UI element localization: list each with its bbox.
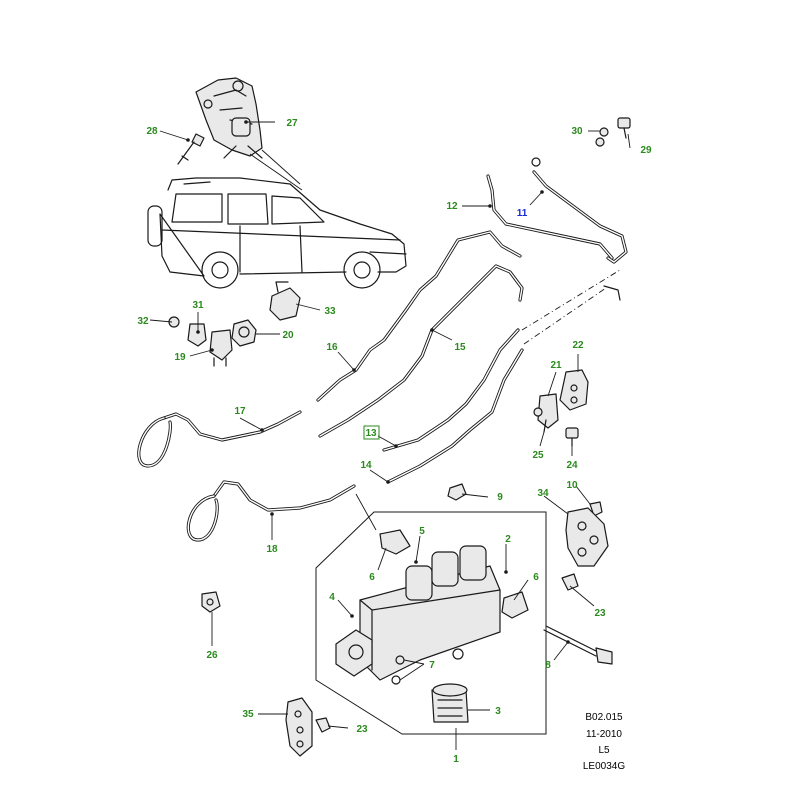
pipe-14 (386, 348, 524, 484)
screw-25 (533, 407, 547, 433)
callout-labels: 1 2 3 4 5 6 6 7 8 9 10 11 12 13 14 15 16… (137, 118, 652, 765)
plate-35 (285, 697, 313, 757)
callout-10: 10 (566, 480, 578, 491)
pipe-17 (137, 410, 302, 468)
clip-31 (187, 323, 207, 347)
callout-23-upper: 23 (594, 608, 606, 619)
pipe-15 (318, 264, 524, 438)
callout-16: 16 (326, 342, 338, 353)
callout-18: 18 (266, 544, 278, 555)
callout-27: 27 (286, 118, 298, 129)
clip-19 (209, 329, 233, 367)
nut-9 (447, 483, 467, 501)
bolt-8 (543, 625, 613, 665)
filter-3 (431, 683, 469, 723)
callout-33: 33 (324, 306, 336, 317)
valve-block-frame (315, 511, 547, 735)
callout-6-right: 6 (533, 572, 539, 583)
callout-7: 7 (429, 660, 435, 671)
callout-35: 35 (242, 709, 254, 720)
callout-23-lower: 23 (356, 724, 368, 735)
grommet-20 (231, 319, 257, 347)
callout-1: 1 (453, 754, 459, 765)
adaptor-6-left (379, 529, 411, 555)
callout-22: 22 (572, 340, 584, 351)
clip-23-upper (561, 573, 579, 591)
pipe-13 (382, 328, 520, 452)
pipe-18 (186, 480, 356, 542)
callout-8: 8 (545, 660, 551, 671)
valve-block (335, 545, 501, 685)
vehicle-illustration (147, 177, 407, 289)
callout-21: 21 (550, 360, 562, 371)
bracket-22 (559, 369, 589, 411)
bolt-24 (565, 427, 579, 447)
washer-30 (595, 127, 609, 147)
callout-20: 20 (282, 330, 294, 341)
callout-30: 30 (571, 126, 583, 137)
ref-diagram-code: B02.015 (585, 712, 623, 723)
callout-25: 25 (532, 450, 544, 461)
reference-block: B02.015 11-2010 L5 LE0034G (583, 712, 625, 772)
ref-level: L5 (598, 745, 610, 756)
leader-lines (149, 120, 631, 750)
bolt-29 (617, 117, 631, 139)
callout-19: 19 (174, 352, 186, 363)
clip-33 (269, 281, 301, 321)
clip-23-lower (315, 717, 331, 733)
pipe-16 (316, 230, 522, 402)
nut-26 (201, 591, 221, 613)
callout-13: 13 (365, 428, 377, 439)
callout-12: 12 (446, 201, 458, 212)
callout-31: 31 (192, 300, 204, 311)
callout-4: 4 (329, 592, 335, 603)
callout-6-left: 6 (369, 572, 375, 583)
callout-9: 9 (497, 492, 503, 503)
callout-14: 14 (360, 460, 372, 471)
callout-13-box (363, 425, 380, 440)
bolt-28 (177, 133, 205, 165)
callout-15: 15 (454, 342, 466, 353)
pipe-11 (532, 170, 628, 264)
callout-29: 29 (640, 145, 652, 156)
mounting-bracket (195, 77, 263, 159)
pipe-12 (486, 174, 614, 260)
callout-11: 11 (517, 208, 528, 219)
callout-2: 2 (505, 534, 511, 545)
callout-28: 28 (146, 126, 158, 137)
callout-24: 24 (566, 460, 578, 471)
ref-illustration-id: LE0034G (583, 761, 625, 772)
callout-32: 32 (137, 316, 149, 327)
callout-26: 26 (206, 650, 218, 661)
callout-17: 17 (234, 406, 246, 417)
adaptor-6-right (501, 591, 529, 619)
callout-34: 34 (537, 488, 549, 499)
ref-date: 11-2010 (586, 729, 622, 740)
callout-3: 3 (495, 706, 501, 717)
callout-5: 5 (419, 526, 425, 537)
plate-34 (565, 507, 609, 567)
